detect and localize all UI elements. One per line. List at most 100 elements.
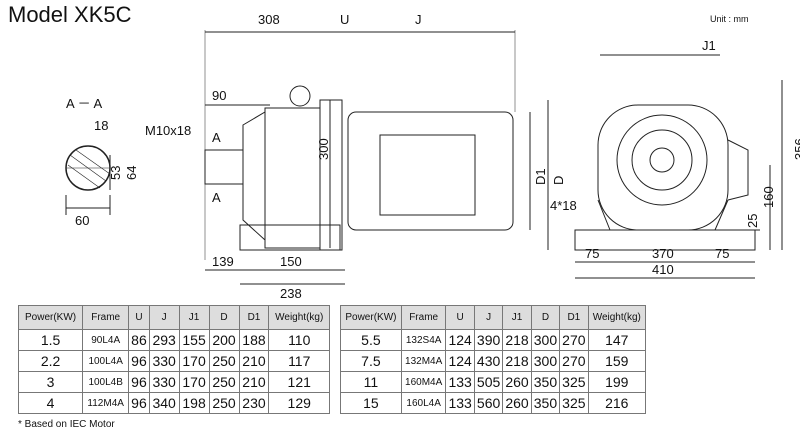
table-cell: 112M4A xyxy=(82,392,130,414)
table-cell: 330 xyxy=(148,350,180,372)
table-cell: 250 xyxy=(208,392,240,414)
table-cell: 350 xyxy=(530,371,561,393)
dim-370: 370 xyxy=(652,246,674,261)
dim-356: 356 xyxy=(792,138,800,160)
table-cell: 129 xyxy=(268,392,330,414)
table-cell: 188 xyxy=(238,329,270,351)
table-cell: 260 xyxy=(502,392,532,414)
table-cell: 170 xyxy=(178,350,210,372)
dim-u: U xyxy=(340,12,349,27)
dim-410: 410 xyxy=(652,262,674,277)
table-cell: 250 xyxy=(208,350,240,372)
dim-shaft-d2: 64 xyxy=(124,166,139,180)
dim-308: 308 xyxy=(258,12,280,27)
table-cell: 198 xyxy=(178,392,210,414)
table-cell: 330 xyxy=(148,371,180,393)
table-cell: 430 xyxy=(473,350,504,372)
dim-139: 139 xyxy=(212,254,234,269)
table-cell: 11 xyxy=(340,371,402,393)
col-j: J xyxy=(148,305,180,330)
col-power: Power(KW) xyxy=(340,305,402,330)
holes-label: 4*18 xyxy=(550,198,577,213)
table-cell: 117 xyxy=(268,350,330,372)
table-cell: 100L4B xyxy=(82,371,130,393)
table-cell: 7.5 xyxy=(340,350,402,372)
table-cell: 293 xyxy=(148,329,180,351)
dim-90: 90 xyxy=(212,88,226,103)
dim-shaft-width: 18 xyxy=(94,118,108,133)
table-cell: 270 xyxy=(559,329,589,351)
dim-shaft-d1: 53 xyxy=(108,166,123,180)
table-cell: 121 xyxy=(268,371,330,393)
dim-d1: D1 xyxy=(533,168,548,185)
thread-label: M10x18 xyxy=(145,123,191,138)
col-j1: J1 xyxy=(178,305,210,330)
dim-25: 25 xyxy=(745,214,760,228)
table-cell: 200 xyxy=(208,329,240,351)
table-cell: 124 xyxy=(445,350,475,372)
col-frame: Frame xyxy=(82,305,130,330)
table-cell: 133 xyxy=(445,392,475,414)
shaft-section xyxy=(65,145,111,215)
table-cell: 100L4A xyxy=(82,350,130,372)
table-cell: 270 xyxy=(559,350,589,372)
col-u: U xyxy=(128,305,150,330)
reducer-front-view xyxy=(574,54,783,279)
table-cell: 216 xyxy=(587,392,647,414)
table-cell: 90L4A xyxy=(82,329,130,351)
table-cell: 160M4A xyxy=(400,371,447,393)
dim-shaft-length: 60 xyxy=(75,213,89,228)
table-cell: 147 xyxy=(587,329,647,351)
dim-j: J xyxy=(415,12,422,27)
table-cell: 159 xyxy=(587,350,647,372)
table-cell: 210 xyxy=(238,371,270,393)
footnote: * Based on IEC Motor xyxy=(18,419,115,430)
table-cell: 3 xyxy=(17,371,84,393)
col-d: D xyxy=(530,305,561,330)
table-cell: 5.5 xyxy=(340,329,402,351)
table-cell: 133 xyxy=(445,371,475,393)
table-cell: 260 xyxy=(502,371,532,393)
table-cell: 218 xyxy=(502,350,532,372)
table-cell: 325 xyxy=(559,371,589,393)
col-j1: J1 xyxy=(502,305,532,330)
table-cell: 560 xyxy=(473,392,504,414)
section-mark-a2: A xyxy=(212,190,221,205)
dim-238: 238 xyxy=(280,286,302,300)
table-cell: 505 xyxy=(473,371,504,393)
unit-label: Unit : mm xyxy=(710,14,749,24)
dim-75-right: 75 xyxy=(715,246,729,261)
dim-150: 150 xyxy=(280,254,302,269)
col-u: U xyxy=(445,305,475,330)
col-power: Power(KW) xyxy=(17,305,84,330)
col-d1: D1 xyxy=(238,305,270,330)
table-cell: 110 xyxy=(268,329,330,351)
table-cell: 132S4A xyxy=(400,329,447,351)
table-cell: 160L4A xyxy=(400,392,447,414)
col-d1: D1 xyxy=(559,305,589,330)
dim-d: D xyxy=(551,176,566,185)
table-cell: 218 xyxy=(502,329,532,351)
reducer-side-view xyxy=(204,30,549,285)
table-cell: 1.5 xyxy=(17,329,84,351)
table-cell: 250 xyxy=(208,371,240,393)
table-cell: 170 xyxy=(178,371,210,393)
page-title: Model XK5C xyxy=(8,2,132,27)
table-cell: 86 xyxy=(128,329,150,351)
table-cell: 325 xyxy=(559,392,589,414)
technical-drawing: A － A 18 53 64 60 308 U J 90 M10x18 300 … xyxy=(65,12,800,300)
table-cell: 132M4A xyxy=(400,350,447,372)
col-j: J xyxy=(473,305,504,330)
table-cell: 300 xyxy=(530,350,561,372)
section-mark-a1: A xyxy=(212,130,221,145)
